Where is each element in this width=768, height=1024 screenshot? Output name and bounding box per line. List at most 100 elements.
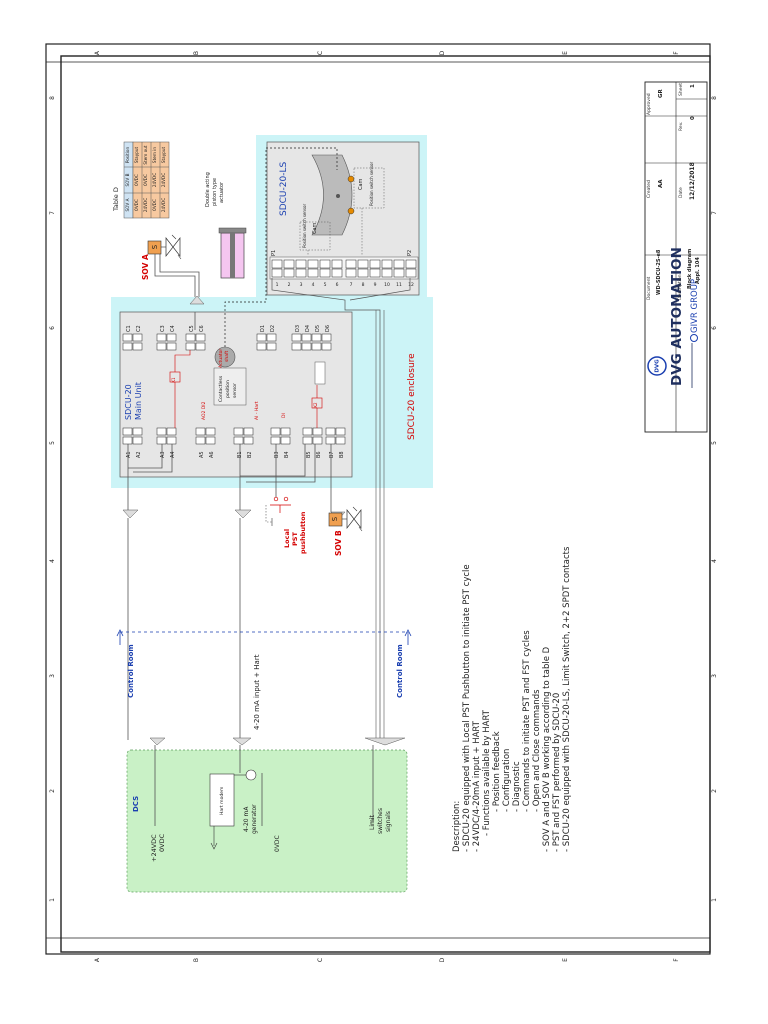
diagram-path bbox=[352, 506, 363, 532]
border-letter: B bbox=[193, 958, 200, 962]
diagram-path bbox=[364, 737, 406, 746]
diagram-rect bbox=[271, 268, 283, 278]
hart-input-label: 4-20 mA input + Hart bbox=[253, 654, 261, 730]
sov-b-solenoid bbox=[328, 512, 343, 527]
border-number: 3 bbox=[49, 674, 56, 678]
description-line: - Diagnostic bbox=[512, 761, 522, 812]
diagram-rect bbox=[233, 436, 244, 445]
c-terminal-label: C3 bbox=[160, 325, 166, 332]
diagram-rect bbox=[301, 342, 312, 351]
inner-frame bbox=[60, 55, 711, 953]
ls-terminal-number: 4 bbox=[312, 282, 315, 288]
diagram-rect bbox=[166, 342, 177, 351]
ls-terminal-number: 7 bbox=[350, 282, 353, 288]
diagram-rect bbox=[266, 342, 277, 351]
main-unit-label-line1: SDCU-20 bbox=[124, 384, 133, 420]
diagram-rect bbox=[319, 268, 331, 278]
rev-label: Rev. bbox=[678, 122, 684, 131]
diagram-rect bbox=[307, 259, 319, 269]
control-room-boundary: Control Room Control Room bbox=[116, 629, 412, 698]
border-letters-top: A B C D E F bbox=[94, 50, 680, 55]
d-terminal-label: D6 bbox=[325, 325, 331, 332]
c-terminal-label: C6 bbox=[199, 325, 205, 332]
contactless-line3: sensor bbox=[232, 383, 238, 398]
b-terminal-label: B6 bbox=[316, 451, 322, 458]
border-number: 8 bbox=[49, 96, 56, 100]
sheet-value: 1 bbox=[690, 84, 696, 88]
diagram-circle bbox=[336, 194, 340, 198]
main-unit-label-line2: Main Unit bbox=[134, 382, 143, 420]
ls-terminal-number: 8 bbox=[362, 282, 365, 288]
border-letter: E bbox=[562, 958, 569, 962]
diagram-path bbox=[375, 310, 385, 740]
ls-title: SDCU-20-LS bbox=[279, 162, 289, 216]
diagram-polyline bbox=[265, 505, 272, 523]
diagram-rect bbox=[195, 333, 206, 342]
diagram-rect bbox=[132, 333, 143, 342]
dcs-plus24: +24VDC bbox=[150, 834, 158, 862]
border-number: 5 bbox=[49, 441, 56, 445]
sov-a-solenoid bbox=[147, 240, 162, 255]
document-value: WD-SDCU-2S-e8 bbox=[656, 249, 662, 295]
diagram-rect bbox=[156, 333, 167, 342]
diagram-rect bbox=[321, 333, 332, 342]
b-terminals bbox=[233, 427, 346, 445]
diagram-rect bbox=[295, 259, 307, 269]
b-terminal-label: B8 bbox=[339, 451, 345, 458]
b-terminal-label: B3 bbox=[274, 451, 280, 458]
diagram-rect bbox=[132, 436, 143, 445]
diagram-g: SOV A SOV B Position 0VDC 0VDC Stayput 2… bbox=[125, 145, 166, 212]
diagram-rect bbox=[312, 427, 323, 436]
border-number: 1 bbox=[49, 898, 56, 902]
diagram-rect bbox=[156, 342, 167, 351]
diagram-polyline bbox=[246, 444, 316, 483]
diagram-rect bbox=[233, 427, 244, 436]
sov-a-letter: S bbox=[151, 244, 159, 249]
table-cell: Stayput bbox=[134, 147, 139, 164]
dcs-label: DCS bbox=[132, 796, 140, 812]
contactless-line1: Contactless bbox=[218, 375, 224, 402]
table-cell: Stayput bbox=[161, 147, 166, 164]
ls-terminal-number: 6 bbox=[336, 282, 339, 288]
diagram-polyline bbox=[224, 147, 338, 347]
diagram-rect bbox=[405, 268, 417, 278]
border-number: 3 bbox=[711, 674, 718, 678]
diagram-path bbox=[210, 842, 218, 850]
border-numbers-left: 8 7 6 5 4 3 2 1 bbox=[49, 96, 56, 902]
diagram-rect bbox=[357, 259, 369, 269]
description-line: - Functions available by HART bbox=[482, 709, 492, 836]
b-terminal-label: B5 bbox=[306, 451, 312, 458]
d-terminal-label: D2 bbox=[270, 325, 276, 332]
diagram-rect bbox=[122, 333, 133, 342]
diagram-rect bbox=[325, 436, 336, 445]
border-number: 2 bbox=[711, 789, 718, 793]
ls-terminal-number: 3 bbox=[300, 282, 303, 288]
table-cell: 24VDC bbox=[152, 173, 157, 187]
local-pst-line1: Local bbox=[283, 529, 291, 548]
sheet-label: Sheet bbox=[678, 83, 684, 96]
d-terminal-label: D1 bbox=[260, 325, 266, 332]
d-terminal-label: D5 bbox=[315, 325, 321, 332]
diagram-rect bbox=[311, 333, 322, 342]
table-d: Table D SOV A SOV B Position 0VDC 0VDC S… bbox=[112, 141, 170, 219]
rev-value: 0 bbox=[690, 116, 696, 120]
actuator-label-line1: Double acting bbox=[205, 172, 211, 207]
diagram-circle bbox=[347, 175, 355, 183]
diagram-path bbox=[404, 629, 412, 637]
diagram-rect bbox=[132, 342, 143, 351]
c-terminal-label: C4 bbox=[170, 325, 176, 332]
diagram-path bbox=[232, 737, 252, 746]
description-line: - Position feedback bbox=[492, 731, 502, 812]
description-block: Description: - SDCU-20 equipped with Loc… bbox=[452, 546, 572, 852]
c-terminal-label: C1 bbox=[126, 325, 132, 332]
diagram-rect bbox=[256, 333, 267, 342]
diagram-rect bbox=[122, 436, 133, 445]
diagram-rect bbox=[185, 333, 196, 342]
actuator-label-line2: piston type bbox=[212, 178, 218, 206]
d-terminal-label: D3 bbox=[295, 325, 301, 332]
border-number: 8 bbox=[711, 96, 718, 100]
diagram-rect bbox=[299, 221, 331, 251]
diagram-rect bbox=[166, 333, 177, 342]
a-terminal-label: A5 bbox=[199, 451, 205, 458]
actuator-shaft-line1: Actuator bbox=[218, 349, 224, 368]
